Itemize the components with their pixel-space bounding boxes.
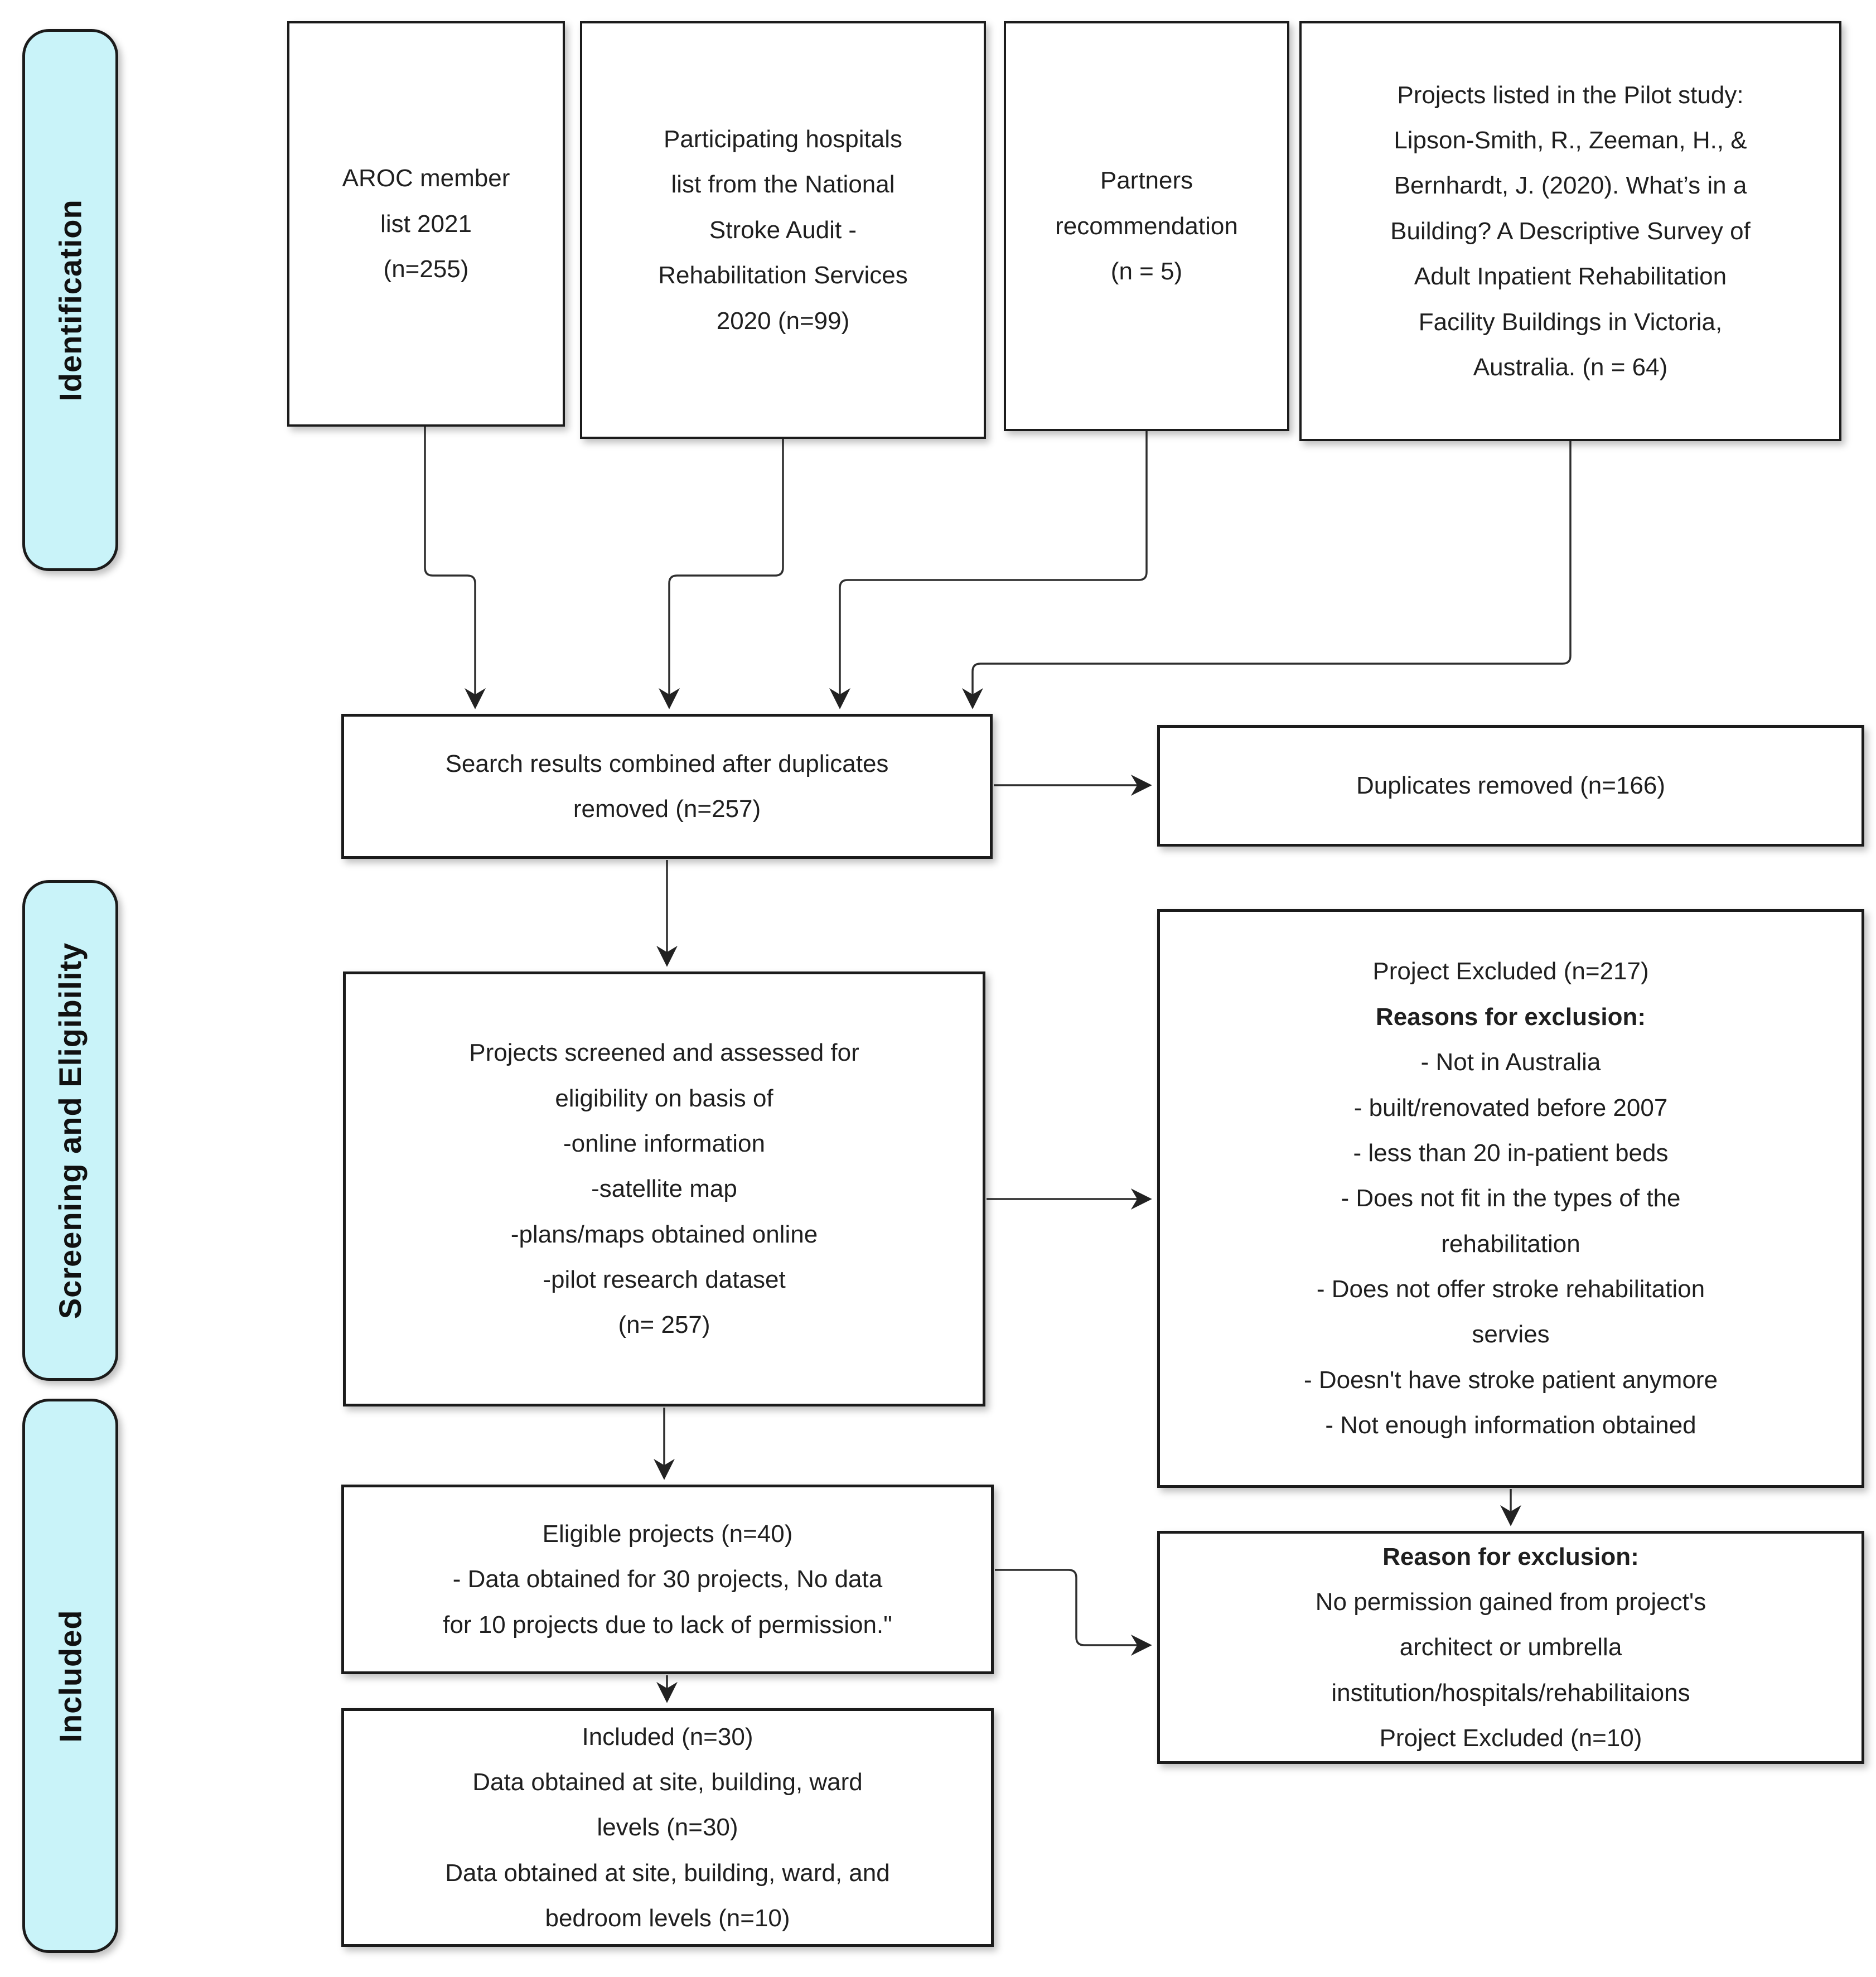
stage-label-identification-text: Identification [52,199,88,402]
box-projects-excluded-reasons: - Not in Australia - built/renovated bef… [1303,1048,1718,1439]
box-projects-excluded-title: Project Excluded (n=217) [1372,958,1649,985]
box-projects-screened-text: Projects screened and assessed for eligi… [469,1039,859,1339]
source-box-pilot-study: Projects listed in the Pilot study: Lips… [1299,21,1841,441]
stage-label-screening-eligibility: Screening and Eligibility [22,880,118,1381]
source-box-partners-recommendation-text: Partners recommendation (n = 5) [1055,167,1238,286]
box-eligible-projects: Eligible projects (n=40) - Data obtained… [341,1485,994,1674]
box-included-final-text: Included (n=30) Data obtained at site, b… [445,1723,890,1932]
box-projects-excluded-subtitle: Reasons for exclusion: [1375,1003,1646,1031]
connector-source2-to-search [659,439,784,709]
box-reason-for-exclusion-body: No permission gained from project's arch… [1315,1588,1706,1752]
source-box-aroc-member-list-text: AROC member list 2021 (n=255) [342,165,510,283]
connector-source1-to-search [424,427,486,709]
source-box-partners-recommendation: Partners recommendation (n = 5) [1004,21,1289,431]
box-eligible-projects-text: Eligible projects (n=40) - Data obtained… [443,1520,892,1638]
stage-label-identification: Identification [22,29,118,571]
box-search-results-combined: Search results combined after duplicates… [341,714,993,859]
connector-eligible-to-reason [995,1569,1152,1656]
box-search-results-combined-text: Search results combined after duplicates… [445,750,889,823]
connector-source4-to-search [962,441,1572,709]
box-projects-excluded: Project Excluded (n=217) Reasons for exc… [1157,909,1864,1488]
box-reason-for-exclusion-title: Reason for exclusion: [1382,1543,1639,1570]
stage-label-screening-eligibility-text: Screening and Eligibility [52,942,88,1319]
source-box-aroc-member-list: AROC member list 2021 (n=255) [287,21,565,427]
stage-label-included-text: Included [52,1609,88,1743]
box-projects-screened: Projects screened and assessed for eligi… [343,971,985,1406]
source-box-stroke-audit-hospitals-text: Participating hospitals list from the Na… [658,125,908,335]
box-reason-for-exclusion: Reason for exclusion: No permission gain… [1157,1531,1864,1764]
source-box-stroke-audit-hospitals: Participating hospitals list from the Na… [580,21,986,439]
source-box-pilot-study-text: Projects listed in the Pilot study: Lips… [1390,81,1751,381]
box-duplicates-removed-text: Duplicates removed (n=166) [1356,772,1665,800]
connector-source3-to-search [829,431,1148,709]
stage-label-included: Included [22,1399,118,1953]
box-duplicates-removed: Duplicates removed (n=166) [1157,725,1864,847]
box-included-final: Included (n=30) Data obtained at site, b… [341,1708,994,1947]
